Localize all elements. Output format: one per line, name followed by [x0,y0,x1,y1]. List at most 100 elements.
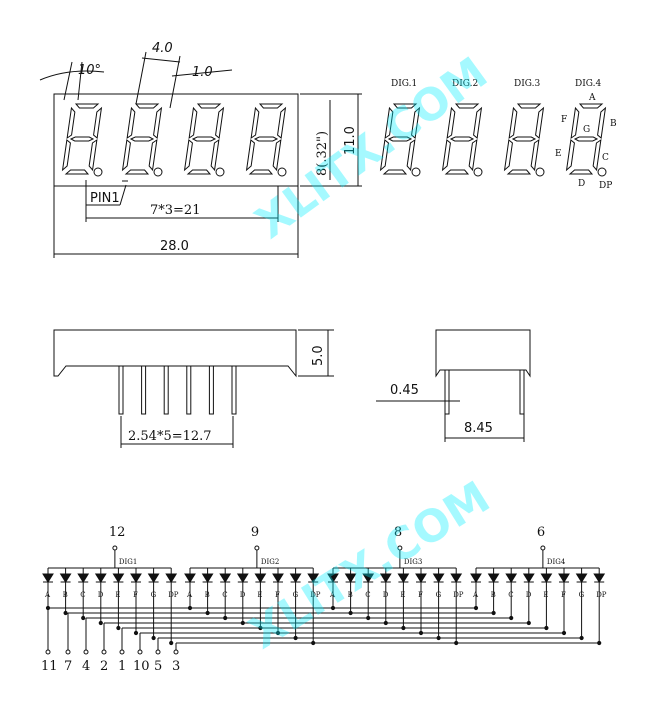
segment-b [277,106,287,139]
segment-letter: E [543,591,548,599]
total-width-label: 28.0 [160,239,189,254]
segment-letter: DP [168,591,179,599]
segment-c [272,138,282,172]
led-diode [236,573,249,583]
segment-pin-terminal [173,649,179,655]
segment-pin-number: 2 [100,659,108,674]
led-diode [450,573,463,583]
height-5-label: 5.0 [311,345,326,366]
segment-g [511,136,537,142]
seven-seg-digit-4 [565,103,607,177]
segment-a [392,103,418,109]
segment-pin-number: 11 [41,659,58,674]
segment-b [93,106,103,139]
led-diode [432,573,445,583]
dig4-label: DIG.4 [575,79,602,89]
side-view-front [53,329,334,448]
decimal-point [411,167,421,177]
led-diode [327,573,339,583]
segment-b [411,106,421,139]
seven-seg-digit-3 [503,103,545,177]
led-diode [254,573,267,583]
segment-g [69,136,95,142]
segment-d [568,169,594,175]
dig1-label: DIG.1 [391,79,417,89]
seven-seg-digit-3 [183,103,225,177]
segment-letter: C [508,591,513,599]
segment-letter: DP [596,591,607,599]
segment-letter: F [418,591,423,599]
segment-f [126,106,136,140]
depth-label: 8.45 [464,421,493,436]
side-pin [208,365,214,415]
led-diode [558,573,570,583]
decimal-point [93,167,103,177]
led-diode [540,573,553,583]
dig2-label: DIG.2 [452,79,478,89]
segment-pin-number: 7 [64,659,72,674]
led-diode [593,573,606,583]
segment-e [245,139,255,172]
segment-letter: F [561,591,566,599]
digit-name-label: DIG4 [547,558,566,566]
segment-e [441,139,451,172]
segment-f [250,106,260,140]
segment-g [387,136,413,142]
segment-letter: D [526,591,532,599]
segment-d [506,169,532,175]
segment-a [196,103,222,109]
segment-e [183,139,193,172]
seg-dp-label: DP [599,181,612,191]
segment-c [88,138,98,172]
gap-1-label: 1.0 [192,65,213,80]
segment-g [191,136,217,142]
segment-a [516,103,542,109]
dim-4-line [141,57,181,63]
led-diode [397,573,410,583]
segment-e [565,139,575,172]
led-diode [130,573,142,583]
common-pin-number: 6 [537,525,545,540]
side-pin [141,365,147,415]
end-pin-right [519,369,525,415]
dim-1-line [171,69,233,77]
segment-pin-number: 4 [82,659,90,674]
segment-g [573,136,599,142]
junction-dot [133,630,139,636]
segment-e [61,139,71,172]
segment-d [186,169,212,175]
segment-a [134,103,160,109]
led-diode [147,573,160,583]
common-pin-number: 8 [394,525,402,540]
segment-pin-terminal [83,649,89,655]
segment-pin-terminal [137,649,143,655]
segment-letter: D [98,591,104,599]
end-pin-left [444,369,450,415]
seg-d-label: D [578,179,585,189]
segment-f [446,106,456,140]
common-pin-number: 12 [109,525,126,540]
led-diode [219,573,232,583]
digit-name-label: DIG1 [119,558,137,566]
pin-width-label: 0.45 [390,383,419,398]
segment-letter: C [222,591,227,599]
width-4-label: 4.0 [152,41,173,56]
watermark-bottom: XLITX.COM [241,472,499,660]
side-pin [118,365,124,415]
seven-seg-digit-1 [379,103,421,177]
side-pins [118,365,237,415]
segment-pin-number: 10 [133,659,150,674]
seven-seg-digit-4 [245,103,287,177]
segment-f [66,106,76,140]
decimal-point [277,167,287,177]
segment-letter: A [472,591,479,599]
segment-letter: B [63,591,68,599]
segment-pin-number: 1 [118,659,126,674]
led-diode [505,573,518,583]
segment-letter: C [80,591,85,599]
segment-pin-terminal [45,649,51,655]
led-diode [344,573,357,583]
led-diode [94,573,107,583]
decimal-point [153,167,163,177]
led-diode [42,573,54,583]
